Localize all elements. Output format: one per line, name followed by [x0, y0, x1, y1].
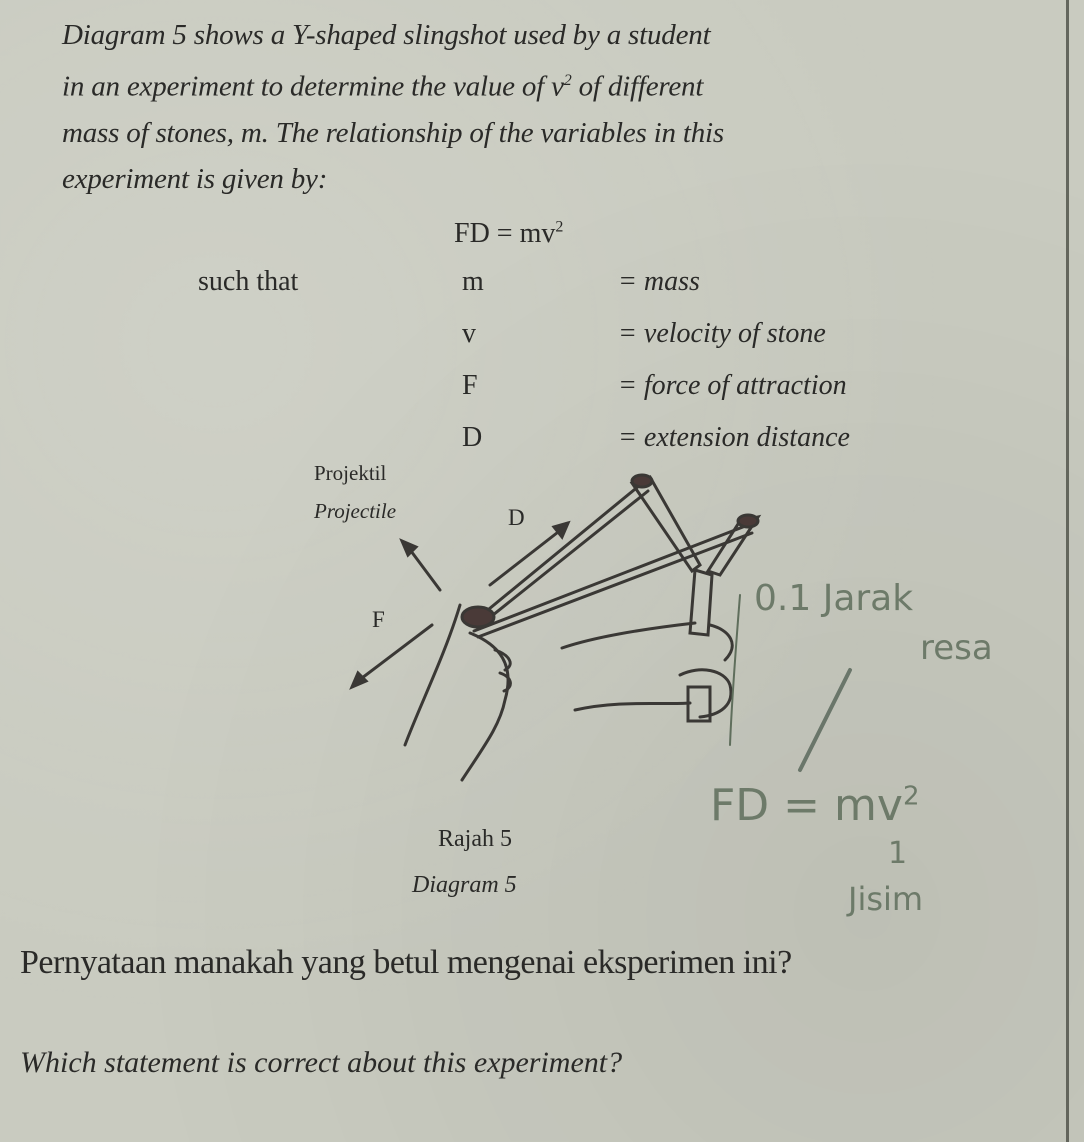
definition-row: m = mass: [462, 266, 700, 297]
definition-row: v = velocity of stone: [462, 318, 826, 349]
intro-line-4: experiment is given by:: [62, 162, 328, 195]
question-malay: Pernyataan manakah yang betul mengenai e…: [20, 944, 792, 981]
definition-row: D = extension distance: [462, 422, 850, 453]
force-label-f: F: [372, 607, 385, 632]
question-english: Which statement is correct about this ex…: [20, 1046, 623, 1079]
variable-definitions: m = mass v = velocity of stone F = force…: [462, 266, 850, 474]
main-formula: FD = mv2: [454, 218, 564, 249]
handwritten-word: Jisim: [848, 880, 924, 918]
intro-line-2: in an experiment to determine the value …: [62, 70, 704, 103]
handwritten-mark: 1: [888, 836, 908, 871]
intro-paragraph: Diagram 5 shows a Y-shaped slingshot use…: [62, 12, 1042, 202]
slingshot-diagram: Projektil Projectile D F: [300, 455, 1084, 795]
projectile-label-english: Projectile: [314, 499, 397, 523]
definition-row: F = force of attraction: [462, 370, 847, 401]
margin-line: [1066, 0, 1069, 1142]
intro-line-1: Diagram 5 shows a Y-shaped slingshot use…: [62, 19, 711, 51]
handwritten-slash-icon: [798, 668, 852, 772]
intro-line-3: mass of stones, m. The relationship of t…: [62, 116, 724, 149]
caption-english: Diagram 5: [412, 872, 517, 898]
handwritten-note-1: 0.1 Jarak: [754, 578, 914, 619]
such-that-label: such that: [198, 266, 299, 297]
handwritten-note-2: resa: [920, 628, 993, 668]
projectile-label-malay: Projektil: [314, 461, 387, 485]
extension-label-d: D: [508, 505, 525, 530]
caption-malay: Rajah 5: [438, 826, 512, 852]
slingshot-drawing-icon: [349, 473, 762, 782]
handwritten-equation: FD = mv2: [710, 780, 920, 831]
